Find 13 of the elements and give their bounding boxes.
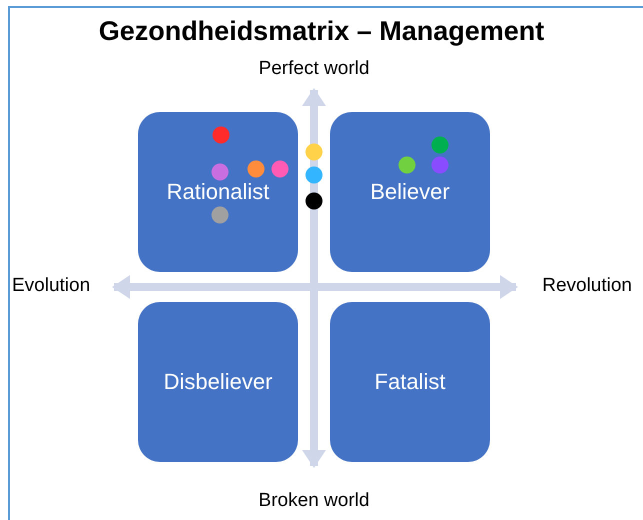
quadrant-box bbox=[138, 302, 298, 462]
quadrant-box bbox=[330, 112, 490, 272]
quadrant-label: Fatalist bbox=[374, 369, 446, 395]
axis-label: Revolution bbox=[542, 275, 632, 297]
quadrant-box bbox=[330, 302, 490, 462]
quadrant-box bbox=[138, 112, 298, 272]
axis-label: Evolution bbox=[12, 275, 90, 297]
quadrant-label: Rationalist bbox=[166, 179, 270, 205]
axis-label: Broken world bbox=[258, 490, 370, 512]
axis-label: Perfect world bbox=[258, 58, 370, 80]
quadrant-label: Disbeliever bbox=[164, 369, 272, 395]
title: Gezondheidsmatrix – Management bbox=[98, 16, 546, 47]
quadrant-label: Believer bbox=[370, 179, 450, 205]
